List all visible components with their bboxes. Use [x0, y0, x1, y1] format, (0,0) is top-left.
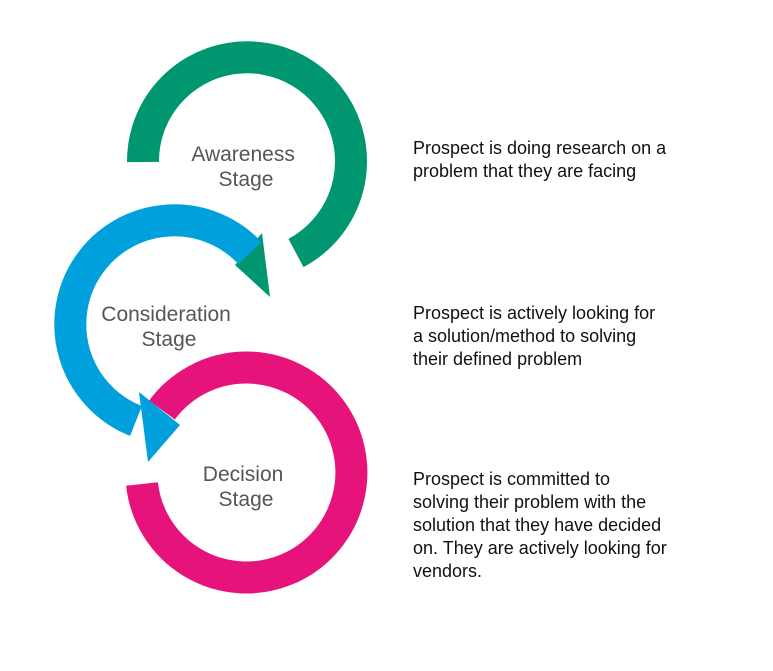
- consideration-ring: [54, 204, 262, 436]
- awareness-description: Prospect is doing research on a problem …: [413, 138, 667, 181]
- awareness-title: Awareness Stage: [191, 143, 300, 191]
- awareness-arrowhead: [235, 233, 270, 297]
- decision-description: Prospect is committed to solving their p…: [413, 469, 667, 581]
- decision-title-line2: Stage: [219, 488, 274, 511]
- consideration-description: Prospect is actively looking for a solut…: [413, 303, 656, 369]
- consideration-title: Consideration Stage: [101, 303, 236, 351]
- awareness-title-line1: Awareness: [191, 143, 295, 166]
- consideration-title-line1: Consideration: [101, 303, 231, 326]
- decision-title: Decision Stage: [203, 463, 289, 511]
- consideration-title-line2: Stage: [142, 328, 197, 351]
- consideration-arrowhead: [139, 392, 180, 462]
- decision-ring: [126, 351, 368, 594]
- awareness-ring: [126, 41, 367, 268]
- awareness-title-line2: Stage: [219, 168, 274, 191]
- decision-title-line1: Decision: [203, 463, 284, 486]
